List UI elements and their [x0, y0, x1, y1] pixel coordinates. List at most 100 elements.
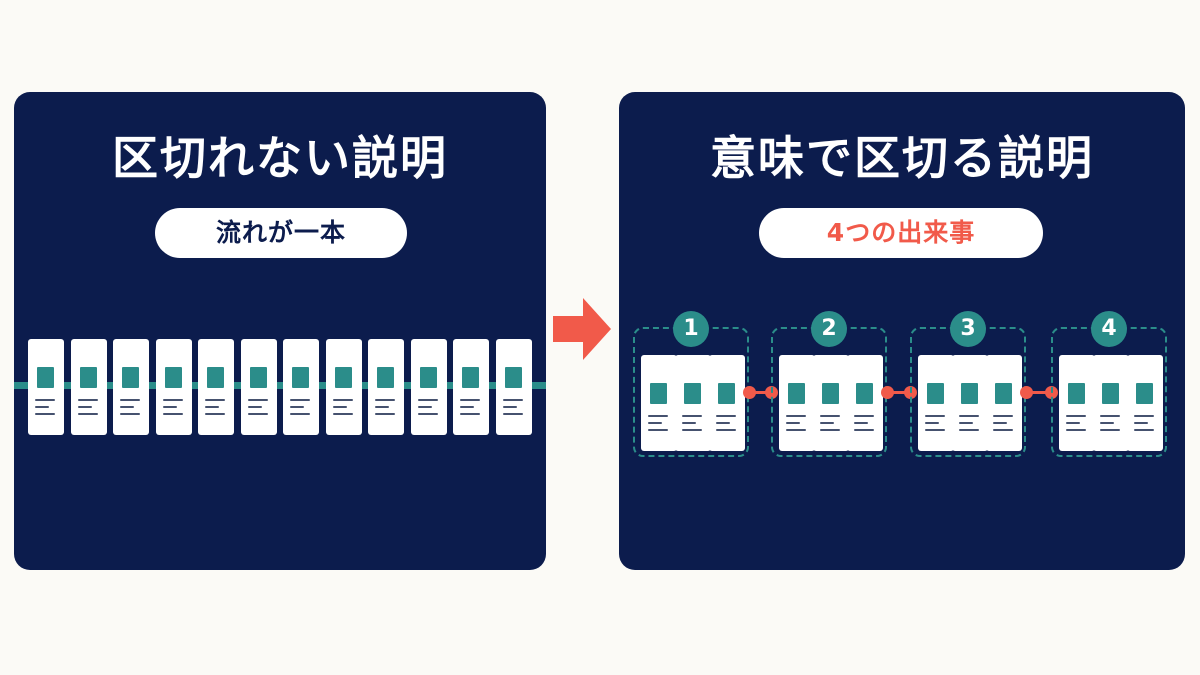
text-line	[1134, 422, 1148, 424]
page-card	[1093, 355, 1129, 451]
text-line	[1066, 415, 1086, 417]
image-icon	[822, 383, 839, 404]
text-line	[1134, 429, 1154, 431]
page-card	[675, 355, 711, 451]
arrow-right-icon	[553, 298, 611, 360]
text-line	[460, 399, 480, 401]
text-line	[993, 429, 1013, 431]
image-icon	[462, 367, 479, 388]
event-group-3: 3	[910, 311, 1026, 457]
text-line	[120, 399, 140, 401]
text-line	[120, 406, 134, 408]
image-icon	[207, 367, 224, 388]
panel-title-right: 意味で区切る説明	[710, 131, 1094, 185]
page-card	[1127, 355, 1163, 451]
image-icon	[80, 367, 97, 388]
image-icon	[335, 367, 352, 388]
page-card	[241, 339, 277, 435]
text-line	[1066, 422, 1080, 424]
text-line	[716, 429, 736, 431]
text-line	[682, 422, 696, 424]
text-line	[163, 406, 177, 408]
single-flow-line	[14, 382, 546, 389]
text-line	[1066, 429, 1086, 431]
page-card	[1059, 355, 1095, 451]
page-card	[813, 355, 849, 451]
text-line	[290, 413, 310, 415]
page-card	[453, 339, 489, 435]
text-line	[503, 413, 523, 415]
text-line	[333, 406, 347, 408]
page-card	[411, 339, 447, 435]
text-line	[248, 399, 268, 401]
page-card	[198, 339, 234, 435]
text-line	[333, 413, 353, 415]
text-line	[503, 399, 523, 401]
text-line	[648, 422, 662, 424]
group-connector	[887, 391, 910, 394]
text-line	[35, 413, 55, 415]
text-line	[682, 415, 702, 417]
text-line	[205, 413, 225, 415]
connector-dot	[1020, 386, 1033, 399]
group-number-badge: 1	[673, 311, 709, 347]
page-card	[28, 339, 64, 435]
panel-unsegmented: 区切れない説明 流れが一本	[14, 92, 546, 570]
text-line	[163, 413, 183, 415]
group-number-badge: 3	[950, 311, 986, 347]
text-line	[290, 406, 304, 408]
pill-label-right: 4つの出来事	[759, 208, 1043, 258]
group-number-badge: 4	[1091, 311, 1127, 347]
text-line	[820, 415, 840, 417]
text-line	[248, 413, 268, 415]
text-line	[786, 415, 806, 417]
pill-label-left: 流れが一本	[155, 208, 407, 258]
text-line	[418, 399, 438, 401]
text-line	[1100, 429, 1120, 431]
event-group-1: 1	[633, 311, 749, 457]
text-line	[460, 413, 480, 415]
page-card	[368, 339, 404, 435]
image-icon	[292, 367, 309, 388]
page-card	[918, 355, 954, 451]
text-line	[375, 406, 389, 408]
text-line	[925, 422, 939, 424]
text-line	[786, 429, 806, 431]
text-line	[120, 413, 140, 415]
text-line	[35, 406, 49, 408]
image-icon	[927, 383, 944, 404]
connector-dot	[743, 386, 756, 399]
group-connector	[1026, 391, 1051, 394]
event-group-4: 4	[1051, 311, 1167, 457]
image-icon	[1136, 383, 1153, 404]
page-card	[709, 355, 745, 451]
text-line	[1100, 422, 1114, 424]
image-icon	[650, 383, 667, 404]
image-icon	[718, 383, 735, 404]
group-connector	[749, 391, 771, 394]
page-card	[326, 339, 362, 435]
image-icon	[788, 383, 805, 404]
image-icon	[420, 367, 437, 388]
text-line	[78, 406, 92, 408]
text-line	[820, 429, 840, 431]
text-line	[163, 399, 183, 401]
text-line	[854, 429, 874, 431]
page-card	[847, 355, 883, 451]
text-line	[959, 429, 979, 431]
image-icon	[961, 383, 978, 404]
text-line	[503, 406, 517, 408]
page-card	[283, 339, 319, 435]
image-icon	[856, 383, 873, 404]
page-card	[156, 339, 192, 435]
text-line	[205, 406, 219, 408]
text-line	[786, 422, 800, 424]
group-number-badge: 2	[811, 311, 847, 347]
text-line	[959, 422, 973, 424]
image-icon	[684, 383, 701, 404]
image-icon	[377, 367, 394, 388]
page-card	[986, 355, 1022, 451]
page-card	[71, 339, 107, 435]
text-line	[854, 422, 868, 424]
text-line	[1134, 415, 1154, 417]
